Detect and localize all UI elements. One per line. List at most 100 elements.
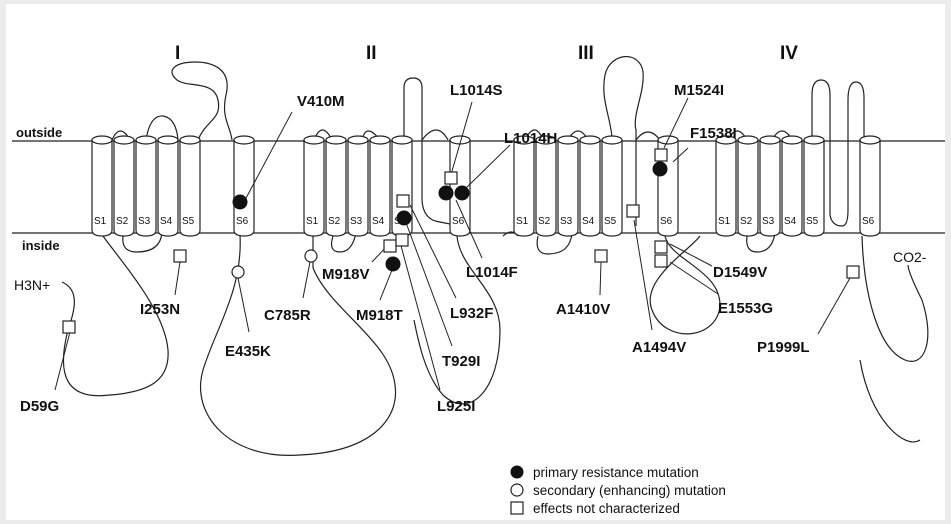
label-M1524I: M1524I [674,82,724,99]
segment-label: S2 [538,216,551,227]
helix-IV-S6: S6 [860,136,880,236]
marker-D1549V [655,241,667,253]
c-terminus-label: CO2- [893,249,927,265]
segment-label: S5 [182,216,195,227]
legend: primary resistance mutation secondary (e… [511,465,726,516]
segment-label: S6 [452,216,465,227]
helix-IV-S5: S5 [804,136,824,236]
segment-label: S2 [740,216,753,227]
marker-L925I [396,234,408,246]
marker-L1014S [445,172,457,184]
marker-A1410V [595,250,607,262]
marker-L932F [397,195,409,207]
helix-III-S4: S4 [580,136,600,236]
segment-label: S1 [718,216,731,227]
segment-label: S5 [806,216,819,227]
helix-I-S2: S2 [114,136,134,236]
label-D59G: D59G [20,398,59,415]
marker-F1538I [653,162,667,176]
helix-I-S6: S6 [234,136,254,236]
marker-A1494V [627,205,639,217]
helix-I-S1: S1 [92,136,112,236]
label-D1549V: D1549V [713,264,767,281]
segment-label: S6 [236,216,249,227]
marker-M918V [384,240,396,252]
helix-IV-S2: S2 [738,136,758,236]
domain-label-II: II [366,43,377,64]
label-A1494V: A1494V [632,339,686,356]
label-F1538I: F1538I [690,125,737,142]
marker-C785R [305,250,317,262]
marker-L1014F [439,186,453,200]
legend-label-uncharacterized: effects not characterized [533,501,680,516]
segment-label: S2 [328,216,341,227]
helix-II-S2: S2 [326,136,346,236]
outside-label: outside [16,125,62,140]
helix-II-S3: S3 [348,136,368,236]
mutation-labels: D59G I253N V410M E435K C785R M918V M918T… [20,82,810,415]
label-E435K: E435K [225,343,271,360]
helix-IV-S1: S1 [716,136,736,236]
segment-label: S3 [762,216,775,227]
segment-label: S6 [862,216,875,227]
n-terminus-label: H3N+ [14,277,50,293]
segment-label: S6 [660,216,673,227]
marker-T929I [397,211,411,225]
helix-II-S4: S4 [370,136,390,236]
label-M918T: M918T [356,307,403,324]
domain-label-IV: IV [780,43,798,64]
label-A1410V: A1410V [556,301,610,318]
segment-label: S1 [306,216,319,227]
label-E1553G: E1553G [718,300,773,317]
legend-label-primary: primary resistance mutation [533,465,699,480]
marker-L1014H [455,186,469,200]
helix-I-S5: S5 [180,136,200,236]
segment-label: S3 [350,216,363,227]
segment-label: S3 [138,216,151,227]
helix-I-S4: S4 [158,136,178,236]
helix-III-S2: S2 [536,136,556,236]
label-M918V: M918V [322,266,370,283]
label-T929I: T929I [442,353,480,370]
helix-III-S1: S1 [514,136,534,236]
segment-label: S4 [160,216,173,227]
marker-M918T [386,257,400,271]
segment-label: S4 [784,216,797,227]
inside-label: inside [22,238,60,253]
segment-label: S4 [582,216,595,227]
marker-V410M [233,195,247,209]
segment-label: S3 [560,216,573,227]
domain-label-I: I [175,43,180,64]
label-I253N: I253N [140,301,180,318]
marker-E1553G [655,255,667,267]
marker-D59G [63,321,75,333]
marker-I253N [174,250,186,262]
marker-E435K [232,266,244,278]
helix-II-S1: S1 [304,136,324,236]
label-C785R: C785R [264,307,311,324]
segment-label: S2 [116,216,129,227]
marker-P1999L [847,266,859,278]
legend-open-square-icon [511,502,523,514]
segment-label: S4 [372,216,385,227]
helix-III-S3: S3 [558,136,578,236]
label-L1014H: L1014H [504,130,557,147]
transmembrane-helices: S1S2S3S4S5S6S1S2S3S4S5S6S1S2S3S4S5S6S1S2… [92,136,880,236]
helix-I-S3: S3 [136,136,156,236]
label-L925I: L925I [437,398,475,415]
label-L1014S: L1014S [450,82,503,99]
legend-label-secondary: secondary (enhancing) mutation [533,483,726,498]
helix-III-S5: S5 [602,136,622,236]
loops [62,57,928,456]
segment-label: S1 [94,216,107,227]
pore-loop-I [172,62,232,140]
label-L932F: L932F [450,305,493,322]
legend-filled-circle-icon [511,466,523,478]
segment-label: S1 [516,216,529,227]
label-P1999L: P1999L [757,339,810,356]
legend-open-circle-icon [511,484,523,496]
helix-IV-S4: S4 [782,136,802,236]
helix-IV-S3: S3 [760,136,780,236]
label-V410M: V410M [297,93,345,110]
